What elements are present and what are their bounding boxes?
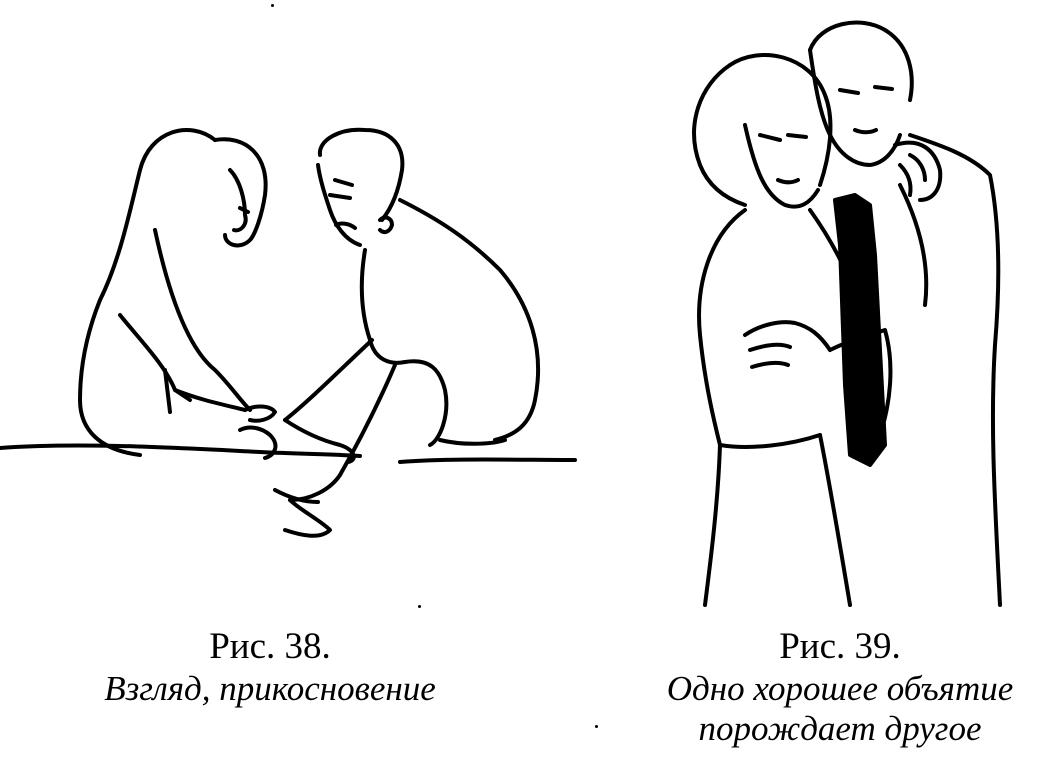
figure-39-caption: Рис. 39. Одно хорошее объятие порождает … bbox=[630, 626, 1050, 749]
scan-speck bbox=[418, 605, 421, 608]
figure-38-caption: Рис. 38. Взгляд, прикосновение bbox=[70, 626, 470, 709]
figure-39-title-line-1: Одно хорошее объятие bbox=[666, 668, 1014, 708]
figure-38-number: Рис. 38. bbox=[209, 626, 331, 667]
figure-38-illustration bbox=[0, 100, 590, 570]
figure-39-number: Рис. 39. bbox=[779, 626, 901, 667]
figure-38-title: Взгляд, прикосновение bbox=[104, 668, 436, 708]
scan-speck bbox=[271, 4, 274, 7]
figure-39-title-line-2: порождает другое bbox=[698, 708, 982, 748]
scan-speck bbox=[595, 725, 598, 728]
figure-39-illustration bbox=[670, 5, 1050, 615]
